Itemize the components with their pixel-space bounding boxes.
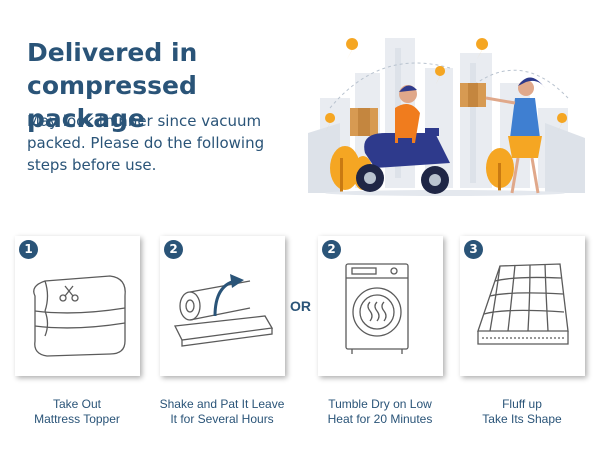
folded-topper-scissors-icon xyxy=(33,275,126,357)
step-caption-1: Take Out Mattress Topper xyxy=(2,397,152,427)
tumble-dryer-icon xyxy=(345,263,409,354)
caption-line: Mattress Topper xyxy=(34,412,120,426)
subtext: May look thinner since vacuum packed. Pl… xyxy=(27,112,265,174)
caption-line: Shake and Pat It Leave xyxy=(159,397,285,411)
quilted-topper-icon xyxy=(477,263,569,345)
step-caption-3: Tumble Dry on Low Heat for 20 Minutes xyxy=(305,397,455,427)
headline: Delivered in compressed package xyxy=(27,38,198,133)
caption-line: Heat for 20 Minutes xyxy=(327,412,433,426)
step-card-3: 2 xyxy=(318,236,443,376)
step-badge: 2 xyxy=(164,240,183,259)
step-badge: 1 xyxy=(19,240,38,259)
step-card-4: 3 xyxy=(460,236,585,376)
step-caption-2: Shake and Pat It Leave It for Several Ho… xyxy=(147,397,297,427)
caption-line: Take Out xyxy=(52,397,102,411)
rolled-topper-arrow-icon xyxy=(174,274,274,347)
or-label: OR xyxy=(290,298,311,314)
caption-line: Fluff up xyxy=(502,397,542,411)
step-caption-4: Fluff up Take Its Shape xyxy=(447,397,597,427)
step-card-1: 1 xyxy=(15,236,140,376)
step-card-2: 2 xyxy=(160,236,285,376)
step-badge: 2 xyxy=(322,240,341,259)
step-badge: 3 xyxy=(464,240,483,259)
caption-line: It for Several Hours xyxy=(170,412,274,426)
caption-line: Take Its Shape xyxy=(482,412,562,426)
delivery-scooter-illustration xyxy=(308,38,585,196)
caption-line: Tumble Dry on Low xyxy=(328,397,432,411)
